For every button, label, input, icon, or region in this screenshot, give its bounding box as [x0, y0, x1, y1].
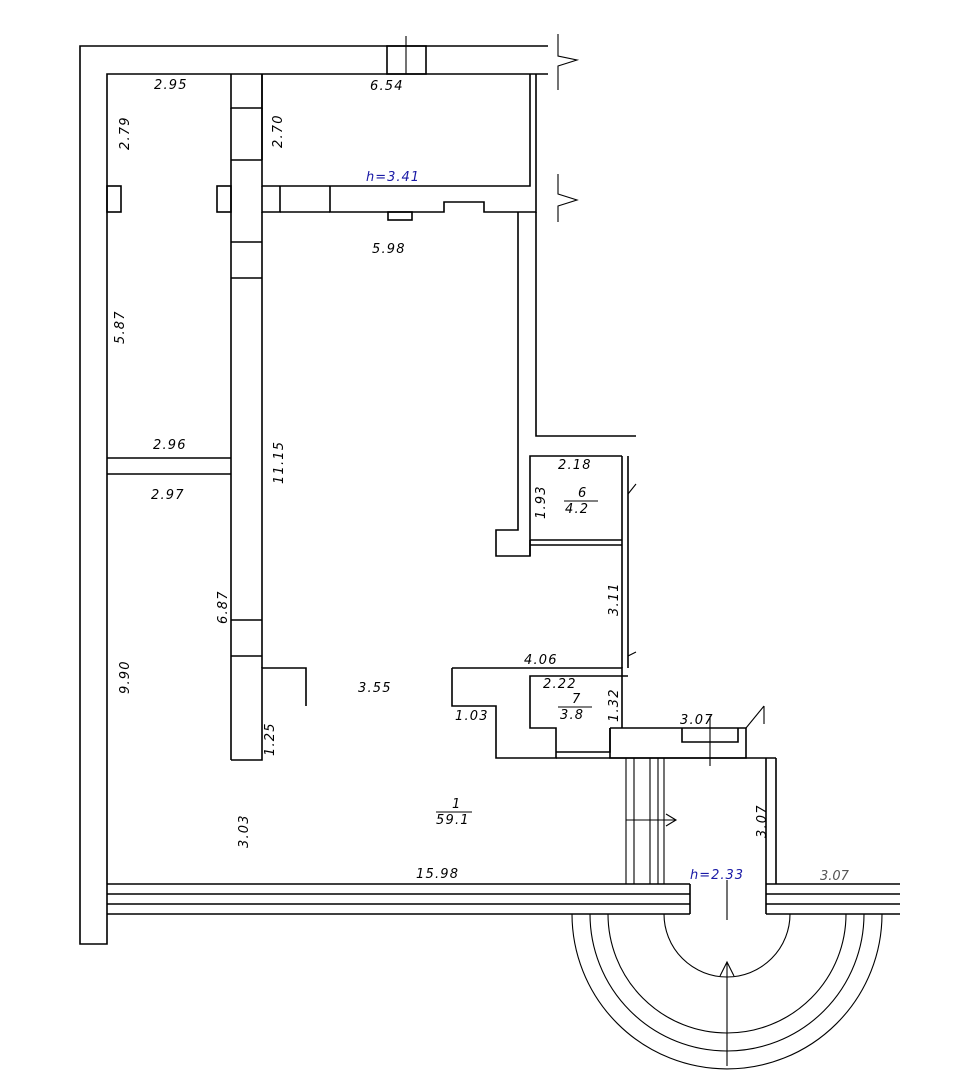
dim-label: 2.18: [558, 458, 592, 473]
dim-label: 3.11: [607, 582, 622, 616]
partition-left: [230, 74, 263, 109]
height-label: h=3.41: [366, 170, 420, 185]
dim-label: 2.95: [154, 78, 188, 93]
wall-break-mid: [557, 174, 579, 222]
room-number: 7: [572, 692, 581, 707]
upper-room-walls: [261, 74, 537, 187]
dim-label: 2.70: [271, 114, 286, 148]
dim-label: 1.25: [263, 722, 278, 756]
dim-label: 5.98: [372, 242, 406, 257]
dimension-labels: 2.95 6.54 2.79 2.70 5.98 5.87 11.15 2.96…: [113, 78, 850, 884]
dim-label: 3.03: [237, 814, 252, 848]
dim-label: 11.15: [272, 441, 287, 484]
porch-steps: [571, 880, 883, 1070]
dim-label: 15.98: [416, 867, 459, 882]
dim-label: 2.79: [118, 116, 133, 150]
room-area: 3.8: [560, 708, 584, 723]
room-area: 4.2: [565, 502, 589, 517]
walls: [79, 34, 900, 945]
dim-label: 3.07: [755, 804, 770, 838]
dim-label: 1.93: [534, 485, 549, 519]
dim-label: 6.87: [216, 590, 231, 624]
front-facade: [107, 883, 690, 915]
right-core-wall: [495, 212, 636, 557]
dim-label: 3.55: [358, 681, 392, 696]
dim-label: 5.87: [113, 310, 128, 344]
dim-label: 3.07: [680, 713, 714, 728]
dim-label: 2.97: [151, 488, 185, 503]
wall-break-top: [557, 34, 580, 90]
dim-label: 2.96: [153, 438, 187, 453]
height-labels: h=3.41 h=2.33: [366, 170, 744, 883]
dim-label: 2.22: [543, 677, 577, 692]
room-area: 59.1: [436, 813, 470, 828]
room-number: 1: [452, 797, 461, 812]
room-number: 6: [578, 486, 587, 501]
dim-label: 1.03: [455, 709, 489, 724]
room-labels: 1 59.1 6 4.2 7 3.8: [436, 486, 598, 828]
height-label: h=2.33: [690, 868, 744, 883]
dim-label: 9.90: [118, 660, 133, 694]
dim-label: 4.06: [524, 653, 558, 668]
stair-lines: [625, 758, 665, 884]
outer-wall-top-left: [79, 45, 548, 945]
dim-label: 6.54: [370, 79, 404, 94]
left-room-divider: [107, 457, 231, 475]
dim-label: 3.07: [820, 869, 850, 884]
dim-label: 1.32: [607, 688, 622, 722]
entrance-vestibule: [609, 727, 747, 759]
